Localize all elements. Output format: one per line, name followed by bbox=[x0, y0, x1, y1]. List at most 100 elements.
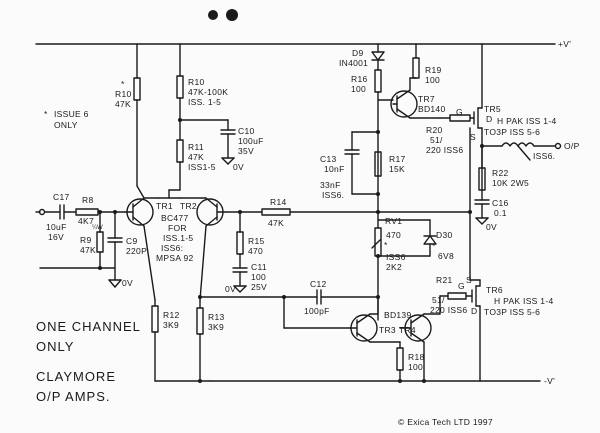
input-ground: 0V bbox=[39, 267, 133, 288]
r10-issue6-resistor: * R10 47K bbox=[115, 43, 145, 199]
r14-resistor: R14 47K bbox=[225, 197, 379, 228]
tr5-gate-label: G bbox=[456, 107, 463, 117]
r10-value: 47K-100K bbox=[188, 87, 228, 97]
c10-label: C10 bbox=[238, 126, 255, 136]
c12-value: 100pF bbox=[304, 306, 330, 316]
rv1-preset: RV1 470 * ISS6 2K2 bbox=[371, 211, 406, 321]
c16-value: 0.1 bbox=[494, 208, 507, 218]
r11-value: 47K bbox=[188, 152, 204, 162]
positive-rail: +V' bbox=[35, 39, 571, 49]
tr1-label: TR1 bbox=[156, 201, 173, 211]
c10-capacitor: C10 100uF 35V 0V bbox=[179, 119, 264, 172]
r12-resistor: R12 3K9 bbox=[143, 225, 211, 382]
tr3-tr4-type: BD139 bbox=[384, 310, 412, 320]
issue6-note: * ISSUE 6 ONLY bbox=[44, 109, 88, 130]
d9-type: IN4001 bbox=[339, 58, 368, 68]
r8-note: ¼W bbox=[92, 225, 103, 231]
rv1-label: RV1 bbox=[385, 216, 402, 226]
c10-voltage: 35V bbox=[238, 146, 254, 156]
r12-label: R12 bbox=[163, 310, 180, 320]
r13-resistor: R13 3K9 bbox=[196, 225, 225, 382]
tr2-label: TR2 bbox=[180, 201, 197, 211]
r12-value: 3K9 bbox=[163, 320, 179, 330]
r20-resistor: R20 51/ 220 ISS6 bbox=[426, 114, 475, 155]
r15-value: 470 bbox=[248, 246, 263, 256]
tr7-label: TR7 bbox=[418, 94, 435, 104]
d9-diode: D9 IN4001 bbox=[339, 43, 385, 71]
r11-label: R11 bbox=[188, 142, 204, 152]
r16-resistor: R16 100 bbox=[351, 69, 382, 213]
r16-label: R16 bbox=[351, 74, 368, 84]
tr4-label: TR4 bbox=[399, 325, 416, 335]
title-line3: CLAYMORE bbox=[36, 369, 116, 384]
c11-ground: 0V bbox=[225, 284, 236, 294]
r15-label: R15 bbox=[248, 236, 265, 246]
r22-resistor: R22 10K 2W5 bbox=[478, 145, 529, 191]
input-ground-label: 0V bbox=[122, 278, 133, 288]
tr4-transistor bbox=[399, 313, 441, 382]
tr7-type: BD140 bbox=[418, 104, 446, 114]
rv1-alt-value: 2K2 bbox=[386, 262, 402, 272]
output-node: O/P ISS6. bbox=[481, 141, 580, 201]
r8-label: R8 bbox=[82, 195, 93, 205]
r19-value: 100 bbox=[425, 75, 440, 85]
junction-dots bbox=[98, 118, 484, 383]
r14-label: R14 bbox=[270, 197, 287, 207]
r19-resistor: R19 100 bbox=[412, 43, 441, 85]
r17-value: 15K bbox=[389, 164, 405, 174]
title-line1: ONE CHANNEL bbox=[36, 319, 141, 334]
c11-voltage: 25V bbox=[251, 282, 267, 292]
r10-issue: ISS. 1-5 bbox=[188, 97, 221, 107]
r10a-value: 47K bbox=[115, 99, 131, 109]
r13-value: 3K9 bbox=[208, 322, 224, 332]
r8-value: 4K7 bbox=[78, 216, 94, 226]
r18-label: R18 bbox=[408, 352, 425, 362]
c13-alt-value: 33nF bbox=[320, 180, 341, 190]
tr3-transistor bbox=[349, 313, 401, 343]
c16-label: C16 bbox=[492, 198, 509, 208]
output-label: O/P bbox=[564, 141, 580, 151]
tr6-drain-label: D bbox=[471, 306, 477, 316]
r14-value: 47K bbox=[268, 218, 284, 228]
tr6-mosfet: G S D TR6 H PAK ISS 1-4 TO3P ISS 5-6 bbox=[458, 275, 553, 382]
c11-value: 100 bbox=[251, 272, 266, 282]
tr1-transistor bbox=[124, 197, 159, 227]
tr6-label: TR6 bbox=[486, 285, 503, 295]
r22-value: 10K 2W5 bbox=[492, 178, 529, 188]
c12-capacitor: C12 100pF bbox=[199, 279, 379, 316]
r21-issue: 220 ISS6 bbox=[430, 305, 467, 315]
tr5-label: TR5 bbox=[484, 104, 501, 114]
negative-rail: -V' bbox=[209, 376, 555, 386]
r10-resistor: R10 47K-100K ISS. 1-5 bbox=[176, 43, 228, 141]
tr5-drain-label: D bbox=[486, 114, 492, 124]
output-issue-note: ISS6. bbox=[533, 151, 555, 161]
binder-hole bbox=[208, 10, 218, 20]
c9-value: 220P bbox=[126, 246, 147, 256]
c10-value: 100uF bbox=[238, 136, 264, 146]
r10a-label: R10 bbox=[115, 89, 132, 99]
r20-issue: 220 ISS6 bbox=[426, 145, 463, 155]
binder-hole bbox=[226, 9, 238, 21]
c13-issue: ISS6. bbox=[322, 190, 344, 200]
rv1-issue: ISS6 bbox=[386, 252, 406, 262]
r11-issue: ISS1-5 bbox=[188, 162, 216, 172]
copyright-note: © Exica Tech LTD 1997 bbox=[398, 417, 493, 427]
r18-value: 100 bbox=[408, 362, 423, 372]
d30-value: 6V8 bbox=[438, 251, 454, 261]
c17-label: C17 bbox=[53, 192, 70, 202]
tr-issue6-label: ISS6: bbox=[161, 243, 183, 253]
c16-ground: 0V bbox=[486, 222, 497, 232]
d9-label: D9 bbox=[352, 48, 363, 58]
r13-label: R13 bbox=[208, 312, 225, 322]
c17-voltage: 16V bbox=[48, 232, 64, 242]
r16-value: 100 bbox=[351, 84, 366, 94]
tr7-transistor: TR7 BD140 bbox=[390, 89, 446, 119]
r22-label: R22 bbox=[492, 168, 509, 178]
r9-label: R9 bbox=[80, 235, 91, 245]
c13-capacitor: C13 10nF 33nF ISS6. bbox=[320, 131, 379, 200]
tr2-transistor bbox=[179, 197, 227, 227]
c11-label: C11 bbox=[251, 262, 267, 272]
tr1-tr2-labels: TR1 TR2 BC477 FOR ISS.1-5 ISS6: MPSA 92 bbox=[156, 201, 197, 263]
